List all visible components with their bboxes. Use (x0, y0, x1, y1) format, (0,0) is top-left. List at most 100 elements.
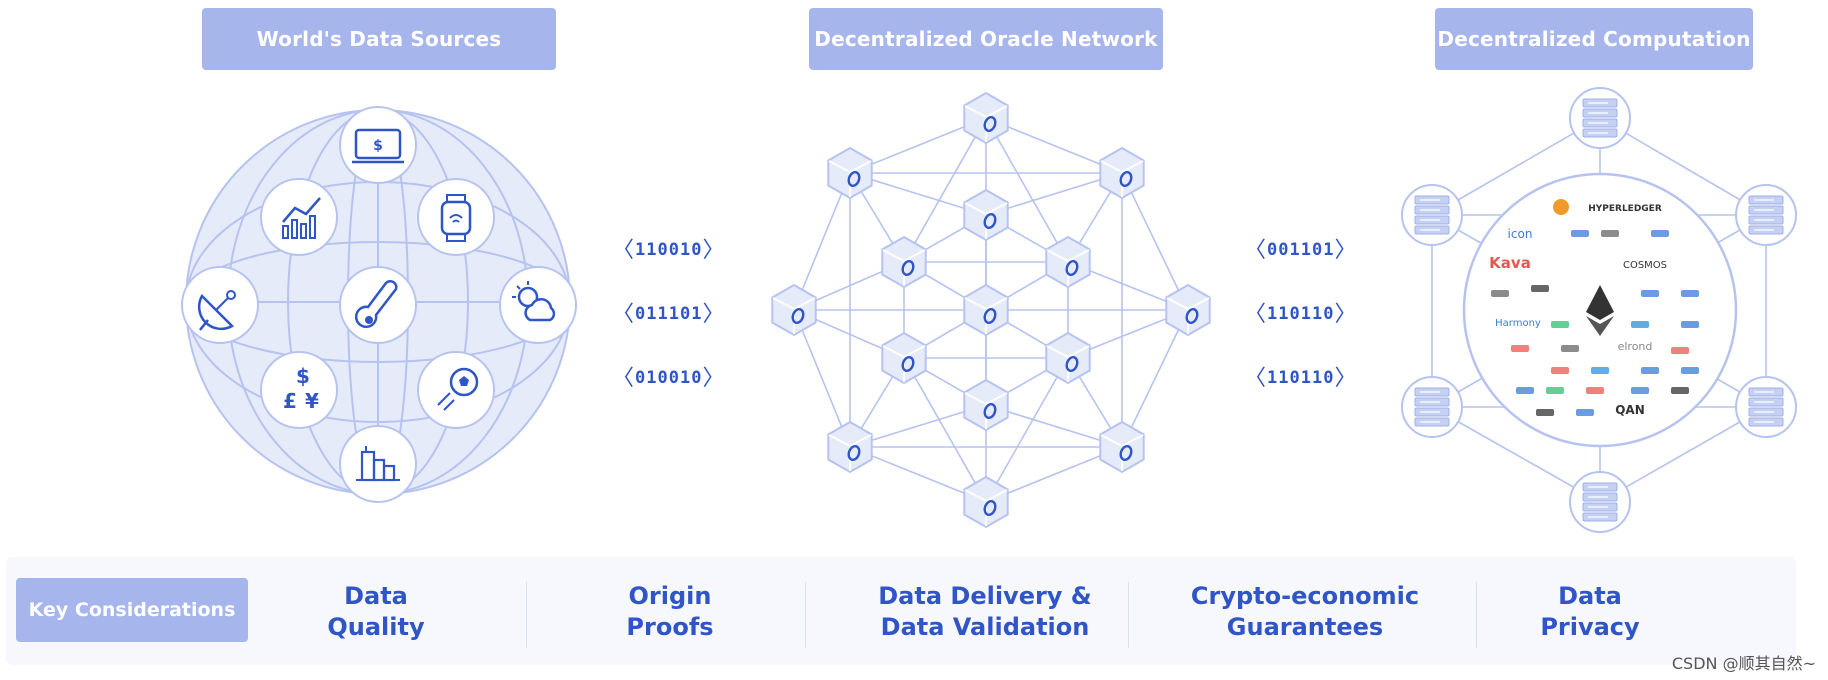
consideration-line: Data (344, 582, 408, 610)
divider (526, 582, 527, 648)
blockchain-logo-mark (1681, 367, 1699, 374)
code-value: 110010 (635, 240, 703, 260)
consideration-line: Guarantees (1226, 613, 1384, 641)
oracle-node-icon (963, 188, 1009, 242)
blockchain-logo-mark (1571, 230, 1589, 237)
oracle-node-icon (881, 331, 927, 385)
blockchain-logo-mark (1631, 387, 1649, 394)
buildings-icon (339, 425, 417, 503)
consideration-line: Data Validation (880, 613, 1090, 641)
blockchain-logo-mark (1586, 387, 1604, 394)
code-value: 001101 (1267, 240, 1335, 260)
blockchain-logo-mark (1631, 321, 1649, 328)
consideration-line: Origin (628, 582, 712, 610)
ethereum-logo-icon (1586, 285, 1614, 336)
harmony-logo: Harmony (1495, 318, 1541, 329)
code-value: 110110 (1267, 368, 1335, 388)
server-icon (1401, 184, 1463, 246)
code-label-right-2: 〈110110〉 (1244, 302, 1358, 327)
blockchain-logo-mark (1681, 290, 1699, 297)
oracle-node-icon (881, 235, 927, 289)
code-label-left-3: 〈010010〉 (612, 366, 726, 391)
blockchain-logo-mark (1561, 345, 1579, 352)
blockchain-logo-mark (1681, 321, 1699, 328)
blockchain-logo-mark (1671, 387, 1689, 394)
analytics-chart-icon (260, 178, 338, 256)
kava-logo: Kava (1489, 254, 1531, 272)
oracle-node-icon (963, 378, 1009, 432)
header-decentralized-computation: Decentralized Computation (1435, 8, 1753, 70)
oracle-node-icon (771, 283, 817, 337)
code-label-left-2: 〈011101〉 (612, 302, 726, 327)
blockchain-logo-mark (1651, 230, 1669, 237)
svg-text:$: $ (296, 364, 310, 388)
server-icon (1735, 184, 1797, 246)
oracle-node-icon (963, 283, 1009, 337)
hyperledger-logo: HYPERLEDGER (1588, 204, 1662, 214)
cosmos-logo: COSMOS (1623, 260, 1667, 271)
consideration-line: Crypto-economic (1190, 582, 1420, 610)
smartwatch-icon (417, 178, 495, 256)
satellite-dish-icon (181, 266, 259, 344)
qan-logo: QAN (1615, 403, 1645, 417)
thermometer-icon (339, 266, 417, 344)
oracle-node-icon (1099, 146, 1145, 200)
code-value: 110110 (1267, 304, 1335, 324)
divider (1476, 582, 1477, 648)
blockchain-logo-mark (1641, 367, 1659, 374)
consideration-line: Data Delivery & (878, 582, 1092, 610)
key-considerations-label: Key Considerations (16, 578, 248, 642)
blockchain-logo-mark (1671, 347, 1689, 354)
blockchain-logo-mark (1536, 409, 1554, 416)
server-icon (1569, 87, 1631, 149)
blockchain-logo-mark (1576, 409, 1594, 416)
blockchain-logo-mark (1546, 387, 1564, 394)
blockchain-logo-mark (1531, 285, 1549, 292)
blockchain-logo-mark (1601, 230, 1619, 237)
server-icon (1735, 376, 1797, 438)
blockchain-logo-mark (1551, 367, 1569, 374)
consideration-line: Privacy (1540, 613, 1640, 641)
consideration-line: Proofs (626, 613, 714, 641)
key-considerations-bar (6, 557, 1796, 665)
code-label-left-1: 〈110010〉 (612, 238, 726, 263)
code-value: 010010 (635, 368, 703, 388)
svg-text:$: $ (373, 138, 383, 154)
oracle-node-icon (827, 420, 873, 474)
oracle-node-icon (1045, 331, 1091, 385)
blockchain-logo-mark (1516, 387, 1534, 394)
divider (1128, 582, 1129, 648)
consideration-line: Data (1558, 582, 1622, 610)
oracle-node-icon (827, 146, 873, 200)
blockchain-logo-mark (1511, 345, 1529, 352)
oracle-node-icon (1165, 283, 1211, 337)
oracle-node-icon (963, 91, 1009, 145)
consideration-line: Quality (327, 613, 425, 641)
code-label-right-1: 〈001101〉 (1244, 238, 1358, 263)
weather-icon (499, 266, 577, 344)
divider (805, 582, 806, 648)
code-value: 011101 (635, 304, 703, 324)
svg-text:£: £ (283, 389, 297, 413)
bitcoin-logo-icon (1553, 199, 1569, 215)
oracle-node-icon (1045, 235, 1091, 289)
server-nodes (1401, 87, 1797, 533)
blockchain-logo-mark (1641, 290, 1659, 297)
blockchain-logo-mark (1491, 290, 1509, 297)
sports-ball-icon (417, 351, 495, 429)
header-oracle-network: Decentralized Oracle Network (809, 8, 1163, 70)
currency-icon: $ £ ¥ (260, 351, 338, 429)
csdn-watermark: CSDN @顺其自然~ (1671, 654, 1816, 673)
server-icon (1569, 471, 1631, 533)
payment-terminal-icon: $ (339, 106, 417, 184)
consideration-data-delivery: Data Delivery & Data Validation (860, 578, 1110, 646)
oracle-node-icon (963, 475, 1009, 529)
code-label-right-3: 〈110110〉 (1244, 366, 1358, 391)
svg-text:¥: ¥ (305, 389, 319, 413)
blockchain-logo-mark (1551, 321, 1569, 328)
